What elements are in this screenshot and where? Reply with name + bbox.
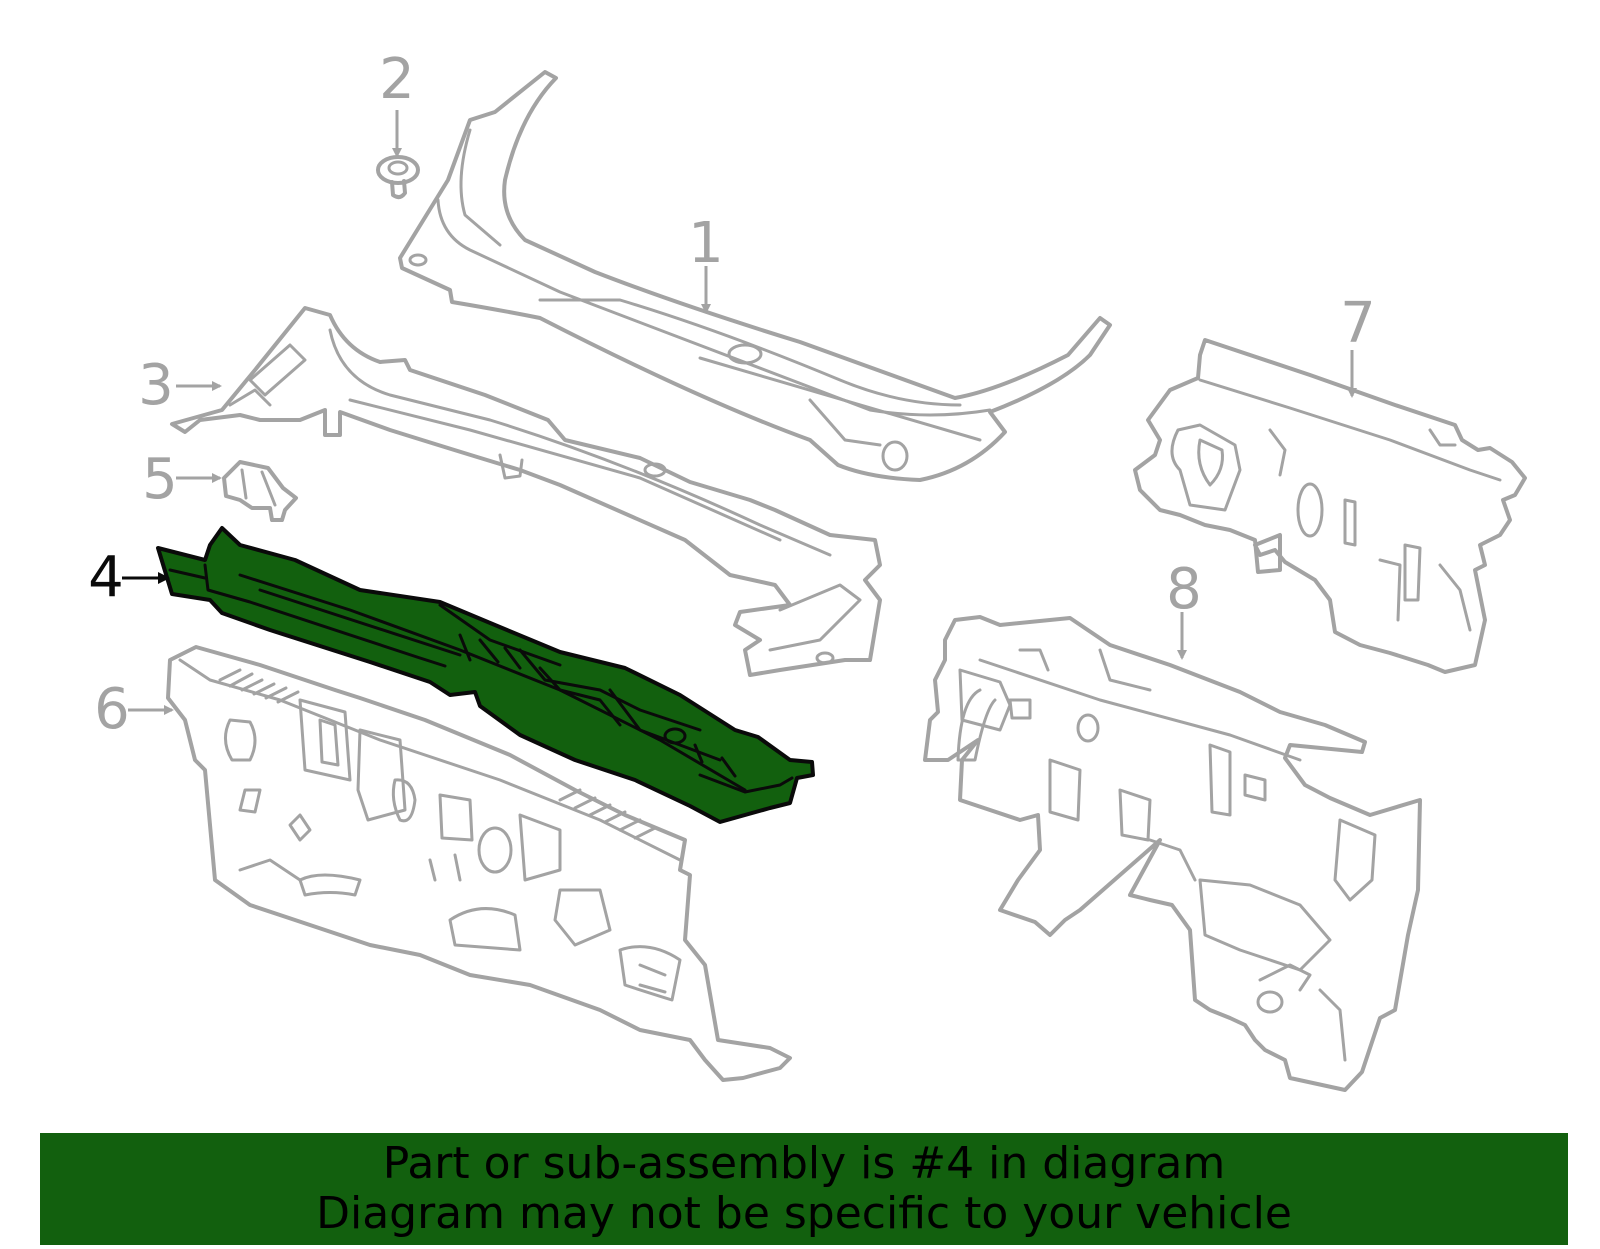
part-2-clip[interactable]	[376, 155, 420, 200]
part-7-insulator[interactable]	[1133, 338, 1527, 674]
banner-line-disclaimer: Diagram may not be specific to your vehi…	[316, 1188, 1292, 1239]
part-6-dash-panel[interactable]	[166, 645, 792, 1082]
callout-6: 6	[94, 677, 174, 742]
callout-8: 8	[1166, 557, 1202, 660]
part-3-cowl-panel[interactable]	[170, 306, 882, 677]
callout-number: 6	[94, 677, 130, 742]
callout-number: 4	[88, 545, 124, 610]
part-5-bracket[interactable]	[222, 460, 298, 522]
callout-1: 1	[688, 211, 724, 314]
banner-line-part: Part or sub-assembly is #4 in diagram	[382, 1138, 1226, 1189]
callout-number: 3	[138, 353, 174, 418]
callout-number: 5	[142, 447, 178, 512]
part-8-insulator[interactable]	[923, 615, 1422, 1092]
callout-number: 7	[1340, 291, 1376, 356]
callout-number: 2	[379, 47, 415, 112]
callout-2: 2	[379, 47, 415, 158]
callout-4: 4	[88, 545, 170, 610]
callout-3: 3	[138, 353, 222, 418]
info-banner: Part or sub-assembly is #4 in diagram Di…	[40, 1133, 1568, 1245]
callout-7: 7	[1340, 291, 1376, 398]
part-4-highlighted[interactable]	[156, 526, 815, 824]
callout-number: 8	[1166, 557, 1202, 622]
callout-5: 5	[142, 447, 222, 512]
callout-number: 1	[688, 211, 724, 276]
part-1-cowl-top[interactable]	[398, 70, 1112, 482]
